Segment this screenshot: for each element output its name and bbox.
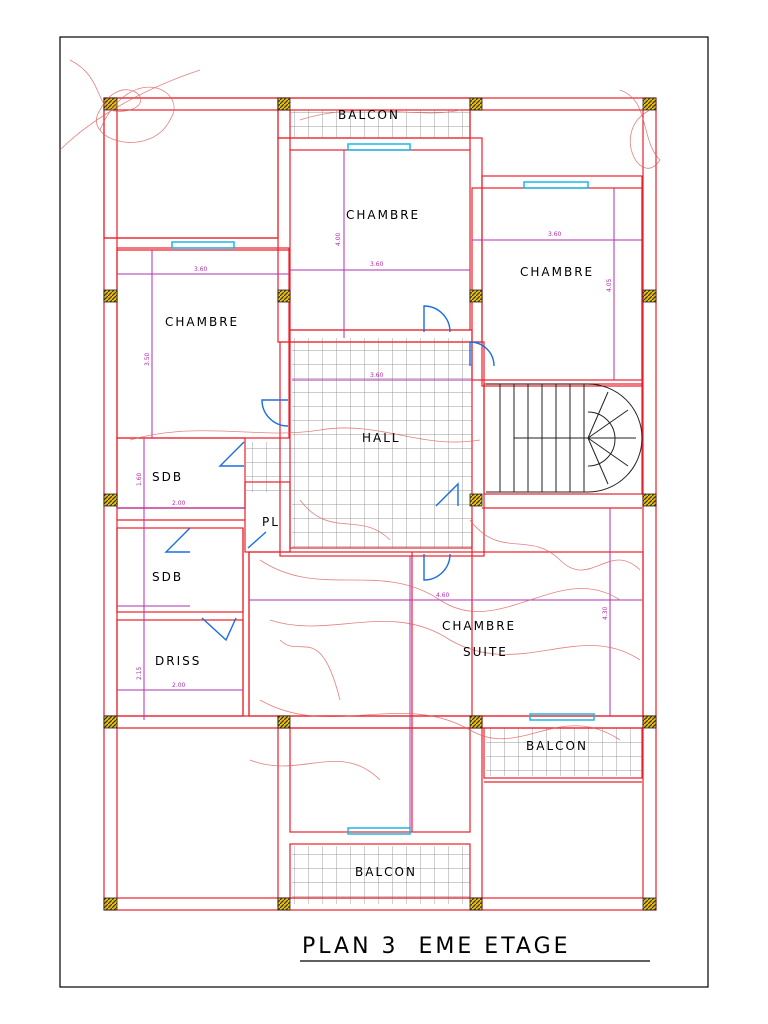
dimension-text: 3.60 <box>370 372 384 379</box>
sheet-border <box>59 36 709 988</box>
room-label-balcon-bottom: BALCON <box>355 865 417 879</box>
dimension-text: 1.60 <box>136 472 143 486</box>
dimension-text: 2.00 <box>172 500 186 507</box>
windows <box>171 143 595 835</box>
dimension-text: 2.15 <box>136 666 143 680</box>
room-label-sdb-1: SDB <box>152 470 183 484</box>
room-label-hall: HALL <box>362 431 401 445</box>
staircase <box>486 383 643 493</box>
dimension-text: 4.30 <box>602 606 609 620</box>
dimension-text: 3.60 <box>194 266 208 273</box>
room-label-chambre-right: CHAMBRE <box>520 265 594 279</box>
dimension-text: 3.60 <box>370 261 384 268</box>
drawing-title: PLAN 3 EME ETAGE <box>302 934 571 959</box>
dimension-text: 3.60 <box>548 231 562 238</box>
room-label-chambre-suite-1: CHAMBRE <box>442 619 516 633</box>
room-label-chambre-top: CHAMBRE <box>346 208 420 222</box>
dimension-text: 4.00 <box>335 232 342 246</box>
dimension-text: 3.50 <box>144 352 151 366</box>
room-label-balcon-right: BALCON <box>526 739 588 753</box>
room-label-chambre-suite-2: SUITE <box>463 645 508 659</box>
dimension-text: 4.05 <box>606 278 613 292</box>
room-label-balcon-top: BALCON <box>338 108 400 122</box>
doors <box>164 305 495 642</box>
room-label-driss: DRISS <box>155 654 201 668</box>
room-label-chambre-left: CHAMBRE <box>165 315 239 329</box>
tiled-floors <box>246 110 642 904</box>
dimension-text: 4.60 <box>436 592 450 599</box>
dimension-text: 2.00 <box>172 682 186 689</box>
structural-columns <box>103 97 657 911</box>
dimension-lines <box>117 150 642 828</box>
room-label-pl: PL <box>262 515 280 529</box>
room-label-sdb-2: SDB <box>152 570 183 584</box>
hand-sketch-marks <box>59 59 661 781</box>
